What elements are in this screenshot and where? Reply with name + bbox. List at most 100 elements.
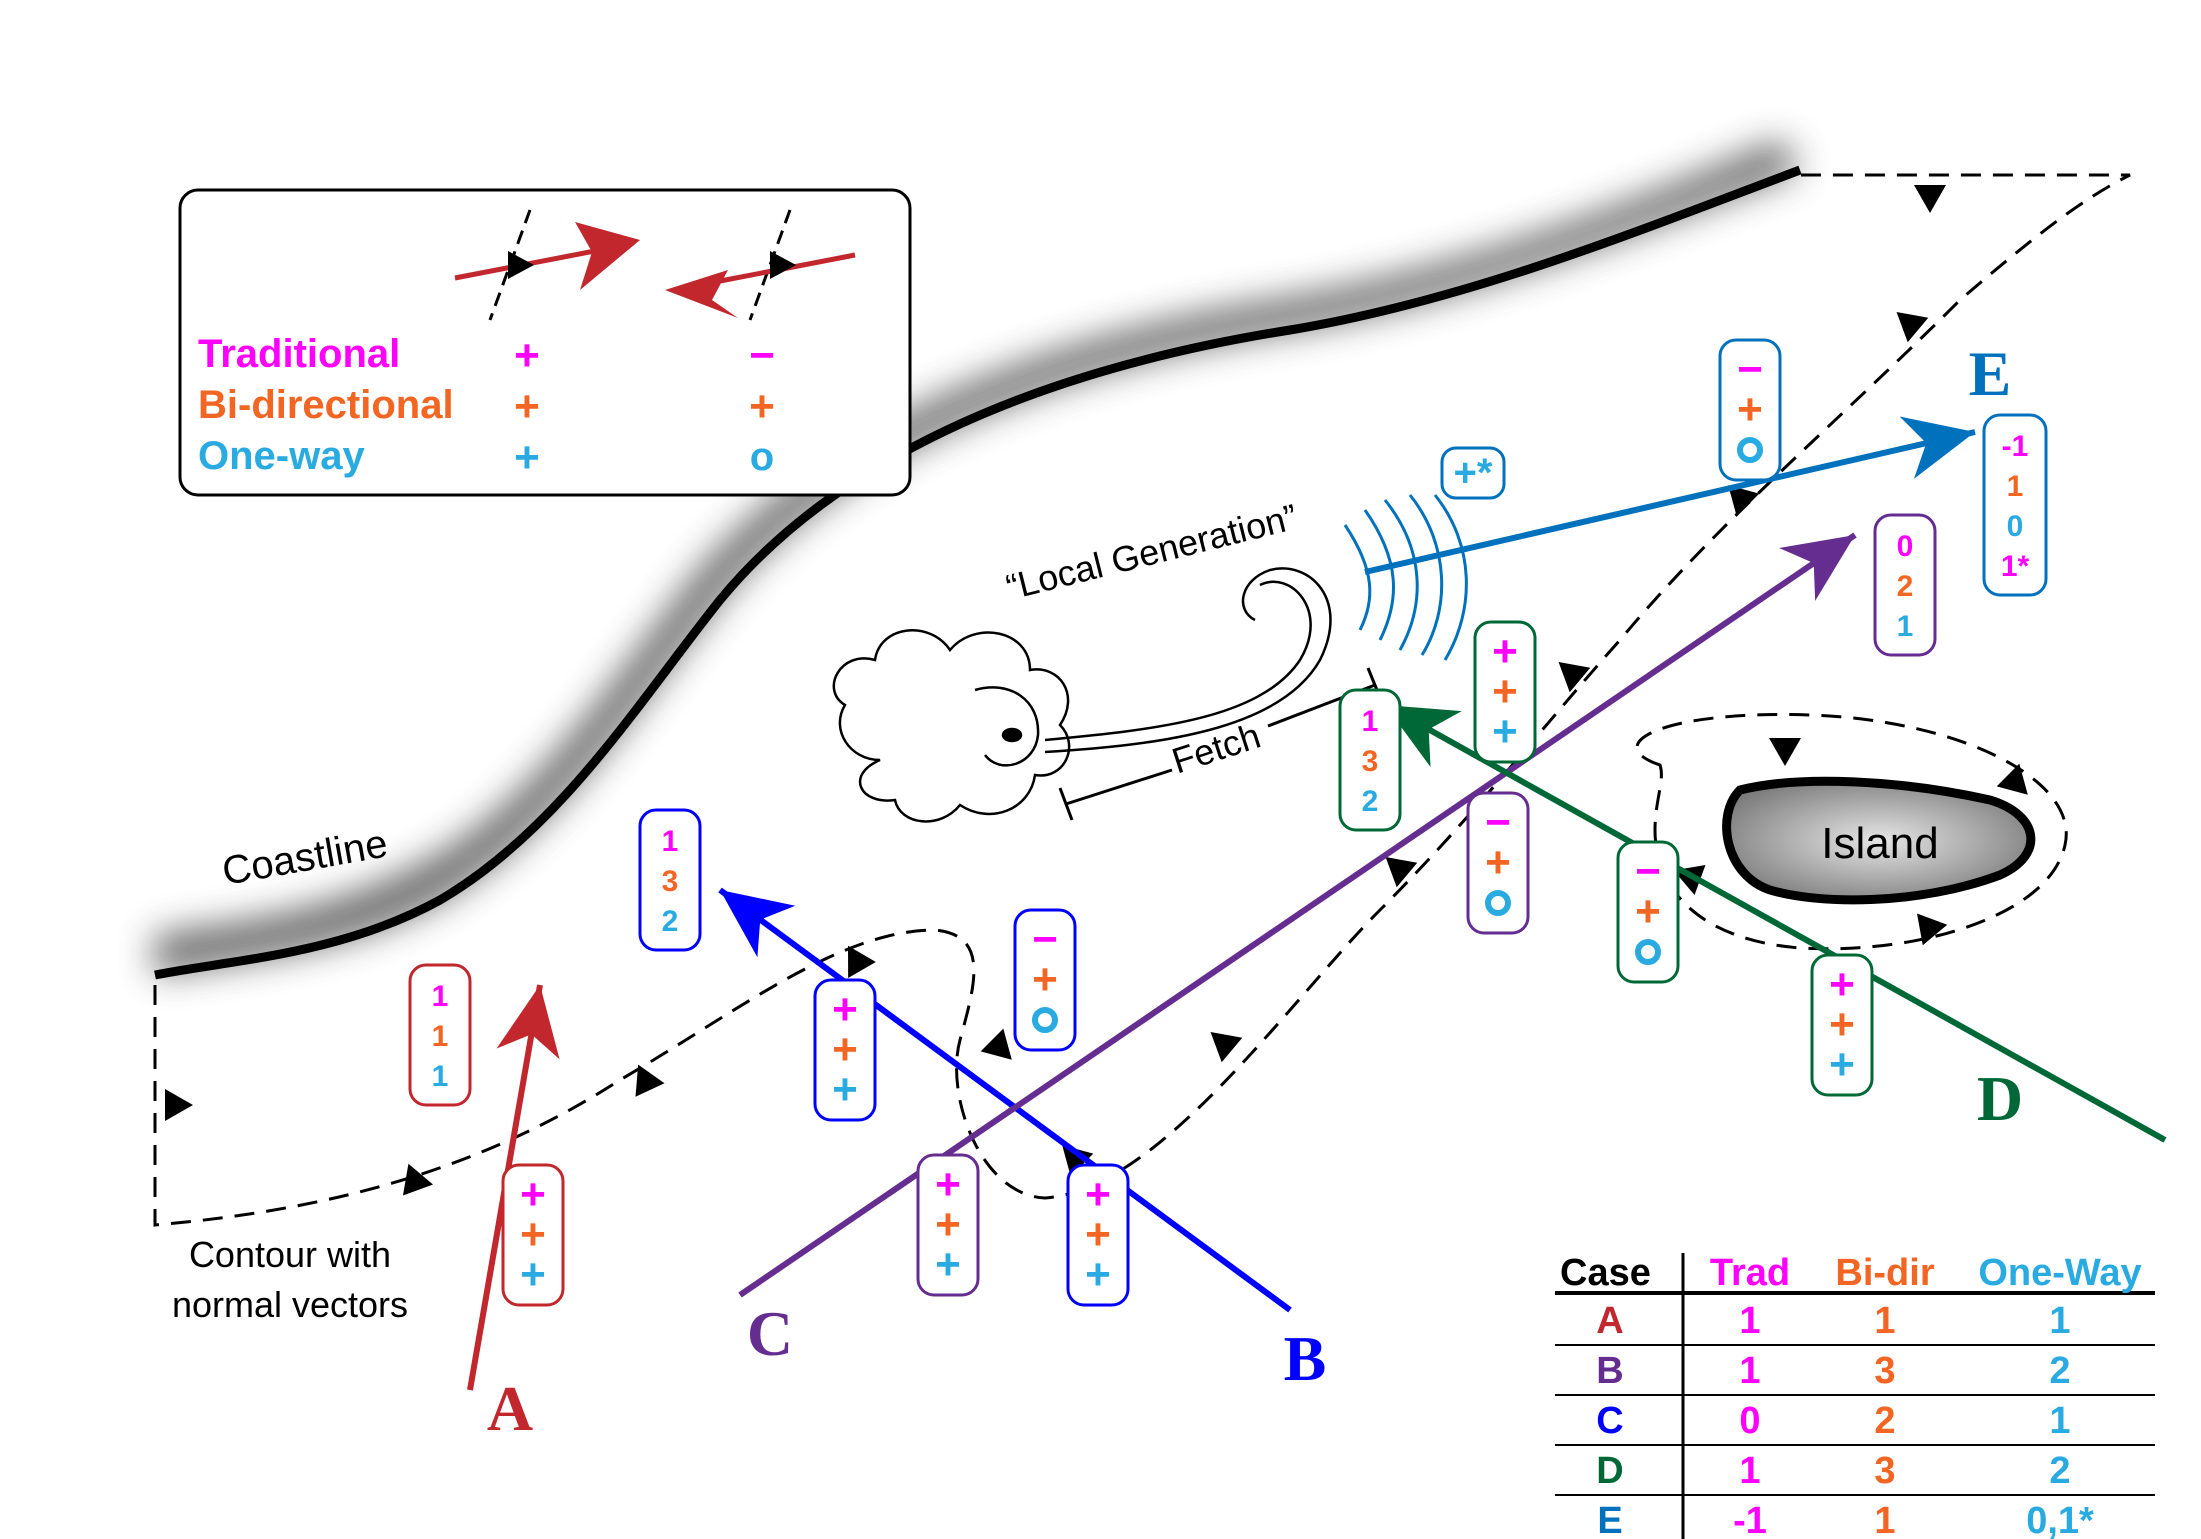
path-b-count-box-value: 3	[662, 865, 679, 898]
path-a-count-box-value: 1	[432, 1020, 449, 1053]
crossing-d2-value: +	[1635, 887, 1661, 936]
path-a-count-box-box	[408, 963, 472, 1107]
path-e-count-box-value: 0	[2007, 510, 2024, 543]
crossing-c1-value: +	[935, 1240, 961, 1289]
crossing-c2: −+	[1466, 791, 1530, 935]
cloud-icon	[832, 629, 1071, 823]
crossing-d2: −+	[1616, 840, 1680, 984]
normal-vector-arrow	[1728, 485, 1760, 517]
table-cell-trad: 1	[1739, 1350, 1760, 1392]
table-cell-trad: 1	[1739, 1300, 1760, 1342]
contour-line	[153, 173, 2131, 1227]
path-e: E	[1364, 338, 2012, 575]
table-header-oneway: One-Way	[1978, 1252, 2141, 1294]
legend-bidirectional-inward: +	[514, 382, 540, 431]
path-d-count-box-value: 3	[1362, 745, 1379, 778]
one-way-zero-icon	[1485, 890, 1511, 916]
crossing-e1-value: +	[1737, 385, 1763, 434]
legend-bidirectional-label: Bi-directional	[198, 383, 454, 427]
path-d-arrowhead	[1385, 705, 1462, 768]
path-a-letter: A	[487, 1373, 533, 1444]
cloud-face-icon	[974, 686, 1040, 767]
crossing-a1-box	[501, 1163, 565, 1307]
crossing-b3-box	[1066, 1163, 1130, 1307]
crossing-b2-box	[1013, 908, 1077, 1052]
table-cell-bidir: 1	[1874, 1500, 1895, 1539]
wind-gust-line	[1044, 567, 1332, 754]
crossing-c1-box	[916, 1153, 980, 1297]
table-cell-oneway: 1	[2049, 1300, 2070, 1342]
one-way-zero-icon	[1032, 1007, 1058, 1033]
island-label: Island	[1821, 819, 1938, 868]
crossing-c1-value: +	[935, 1160, 961, 1209]
path-b-line	[718, 887, 1292, 1313]
crossing-b1-value: +	[832, 985, 858, 1034]
path-b-count-box-box	[638, 808, 702, 952]
crossing-e2-value: +*	[1454, 451, 1493, 495]
path-d-count-box-value: 1	[1362, 705, 1379, 738]
table-cell-oneway: 0,1*	[2026, 1500, 2094, 1539]
table-header-case: Case	[1560, 1252, 1651, 1294]
crossing-d1-value: +	[1829, 1040, 1855, 1089]
path-e-line	[1364, 429, 1976, 575]
crossing-a1-value: +	[520, 1250, 546, 1299]
path-b-arrowhead	[720, 890, 796, 958]
crossing-d2-value: −	[1635, 847, 1661, 896]
normal-vector-arrow	[1914, 185, 1946, 213]
path-d-letter: D	[1977, 1063, 2023, 1134]
path-e-count-box-value: 1*	[2001, 550, 2030, 583]
crossing-d1: +++	[1810, 953, 1874, 1097]
legend-normal-vector-icon	[770, 251, 796, 279]
wave-paths: A BC D E	[467, 338, 2167, 1444]
contour-caption-line2: normal vectors	[172, 1284, 408, 1325]
crossing-c1: +++	[916, 1153, 980, 1297]
legend-oneway-outward: o	[750, 435, 774, 479]
normal-vector-arrow	[980, 1028, 1012, 1060]
normal-vector-arrow	[1210, 1032, 1243, 1063]
wave-arcs	[1343, 494, 1468, 661]
fetch-label: Fetch	[1167, 715, 1265, 782]
path-e-arrowhead	[1899, 416, 1975, 479]
crossing-d1-box	[1810, 953, 1874, 1097]
path-b-letter: B	[1284, 1323, 1327, 1394]
island: Island	[1722, 776, 2036, 905]
crossing-b2-value: +	[1032, 955, 1058, 1004]
crossing-b3-value: +	[1085, 1210, 1111, 1259]
path-b: B	[718, 887, 1327, 1394]
path-e-count-box-value: -1	[2002, 430, 2029, 463]
table-cell-case: A	[1596, 1300, 1623, 1342]
legend-arrowhead	[665, 270, 738, 318]
coast-shadow	[155, 140, 1800, 975]
normal-vector-arrow	[1917, 913, 1948, 946]
wind-cloud	[832, 567, 1332, 823]
normal-vector-arrow	[1385, 857, 1418, 888]
one-way-zero-icon	[1635, 939, 1661, 965]
normal-vector-arrow	[635, 1064, 665, 1097]
path-a-count-box-value: 1	[432, 1060, 449, 1093]
coastline-line	[154, 165, 1802, 980]
crossing-b2-value: −	[1032, 915, 1058, 964]
crossing-c2-value: −	[1485, 798, 1511, 847]
wave-arc	[1363, 509, 1395, 641]
path-d-count-box-value: 2	[1362, 785, 1379, 818]
table-header-trad: Trad	[1710, 1252, 1790, 1294]
crossing-c2-value: +	[1485, 838, 1511, 887]
wave-arc	[1433, 494, 1468, 661]
crossing-d1-value: +	[1829, 960, 1855, 1009]
contour-caption-line1: Contour with	[189, 1234, 391, 1275]
path-e-letter: E	[1969, 338, 2012, 409]
path-e-count-box-box	[1982, 413, 2048, 597]
crossing-d1-value: +	[1829, 1000, 1855, 1049]
legend: Traditional Bi-directional One-way + + +…	[178, 188, 912, 497]
cloud-mouth-icon	[1001, 727, 1023, 743]
crossing-e2-box	[1440, 446, 1506, 500]
path-c: C	[738, 532, 1857, 1369]
crossing-b1-value: +	[832, 1025, 858, 1074]
crossing-markers: 111132021132-1101*++++++−+++++++−+++++++…	[408, 338, 2048, 1307]
crossing-c1-value: +	[935, 1200, 961, 1249]
